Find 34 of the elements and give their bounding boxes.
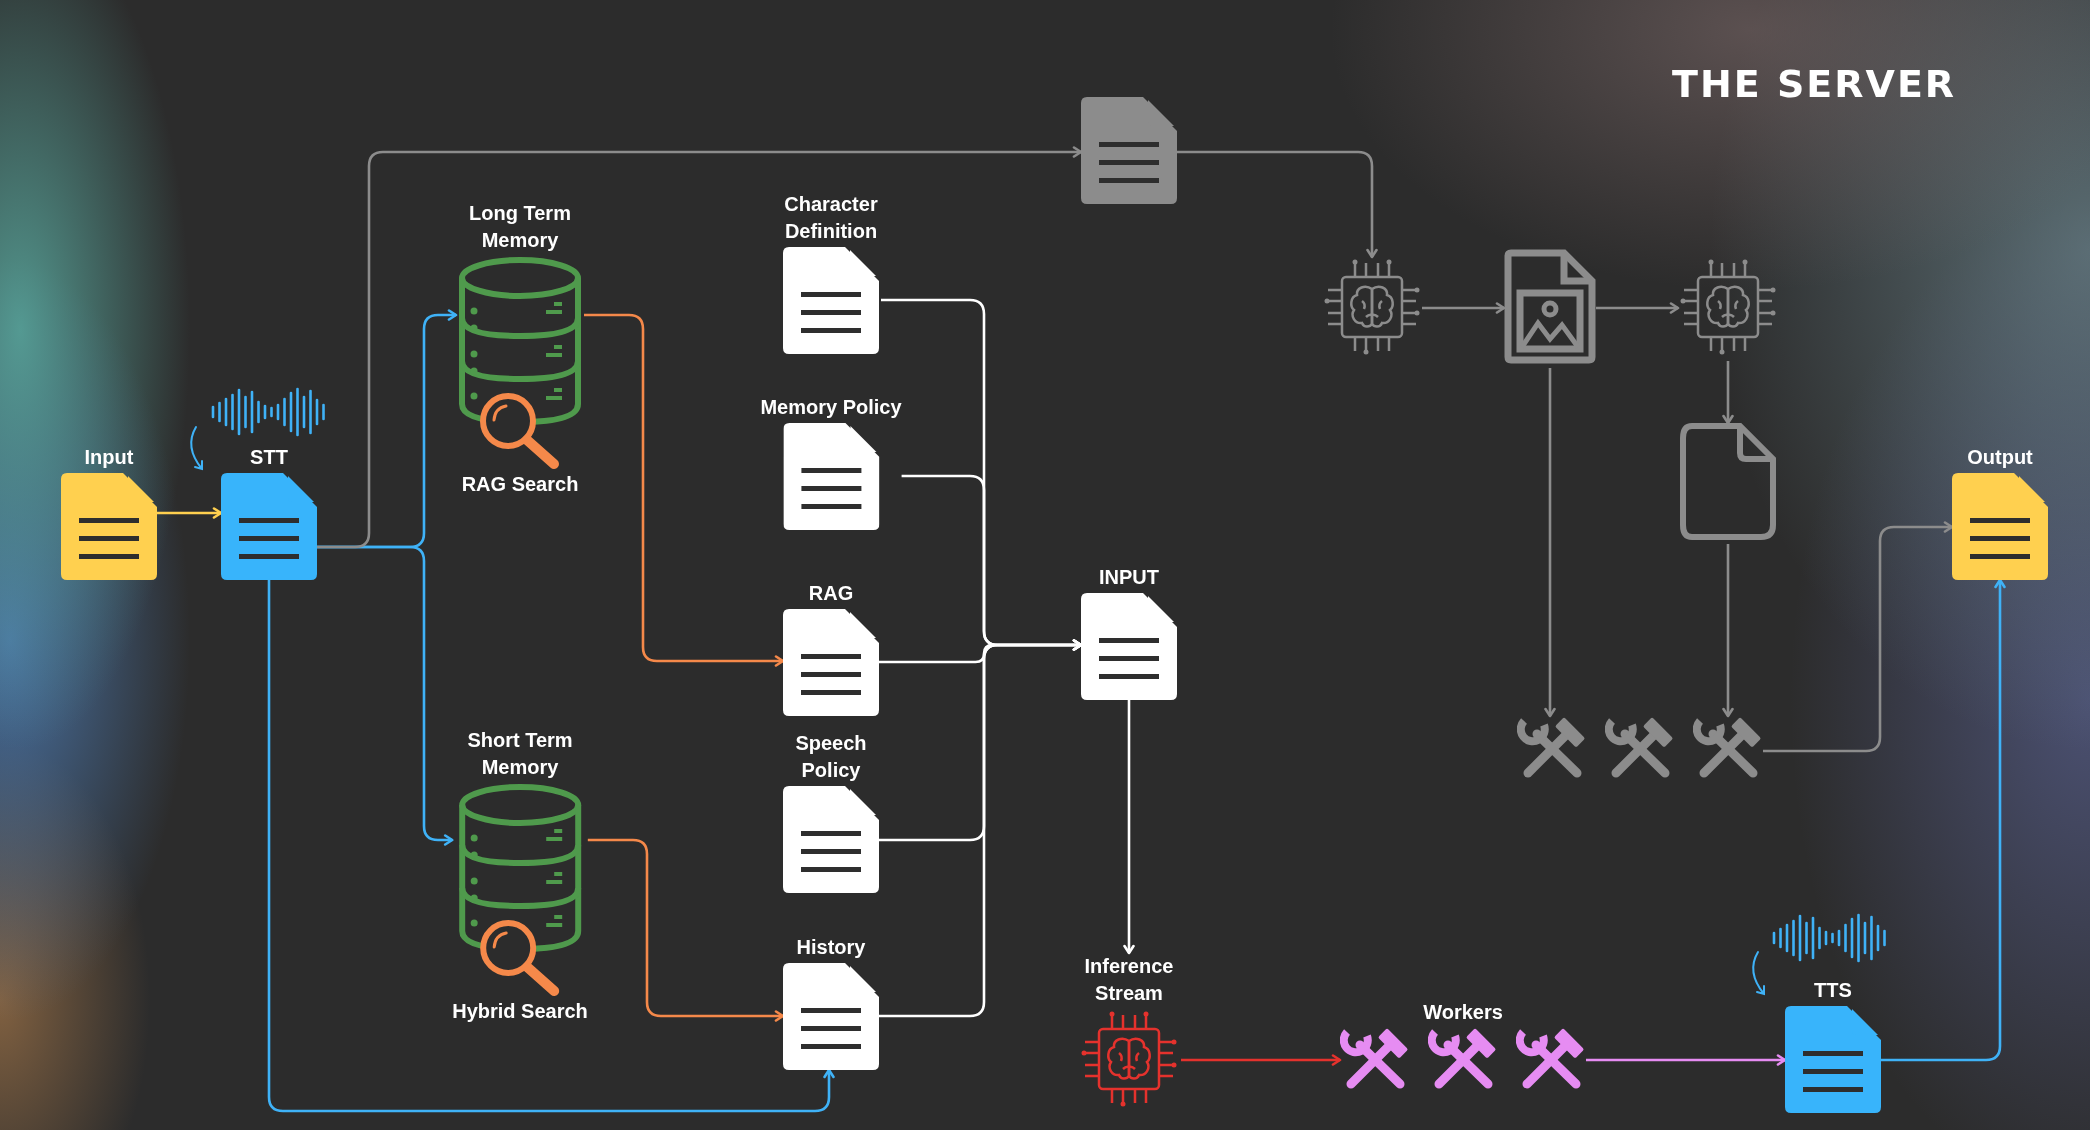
- search-label: RAG Search: [461, 472, 579, 497]
- node-label: Memory Policy: [760, 395, 902, 420]
- title: THE SERVER: [1672, 62, 1957, 106]
- arrow: [1881, 578, 2006, 1062]
- node-label: Input: [84, 445, 134, 470]
- node-label: History: [796, 935, 866, 960]
- arrow: [1722, 544, 1734, 718]
- node-label: STT: [250, 445, 288, 470]
- arrow: [1763, 521, 1954, 753]
- node-label: RAG: [808, 581, 854, 606]
- node-label: Speech Policy: [794, 731, 868, 783]
- group-label: Workers: [1423, 1000, 1503, 1025]
- arrow: [267, 580, 835, 1113]
- arrow: [317, 146, 1083, 549]
- arrow: [587, 838, 785, 1022]
- node-label: INPUT: [1099, 565, 1159, 590]
- node-label: Long Term Memory: [468, 201, 572, 253]
- node-label: TTS: [1814, 978, 1852, 1003]
- arrow: [1123, 700, 1135, 955]
- node-label: Character Definition: [783, 192, 879, 244]
- arrow: [1596, 302, 1680, 314]
- arrow: [879, 639, 1083, 1018]
- arrow: [1722, 361, 1734, 425]
- arrow: [1422, 302, 1506, 314]
- node-label: Short Term Memory: [466, 728, 574, 780]
- node-label: Inference Stream: [1083, 954, 1175, 1006]
- arrow: [1586, 1054, 1787, 1066]
- node-label: Output: [1967, 445, 2033, 470]
- arrow: [584, 313, 785, 667]
- arrow: [157, 507, 223, 519]
- arrow: [1181, 1054, 1342, 1066]
- arrow: [1544, 368, 1556, 718]
- search-label: Hybrid Search: [452, 999, 588, 1024]
- arrow: [1177, 150, 1378, 259]
